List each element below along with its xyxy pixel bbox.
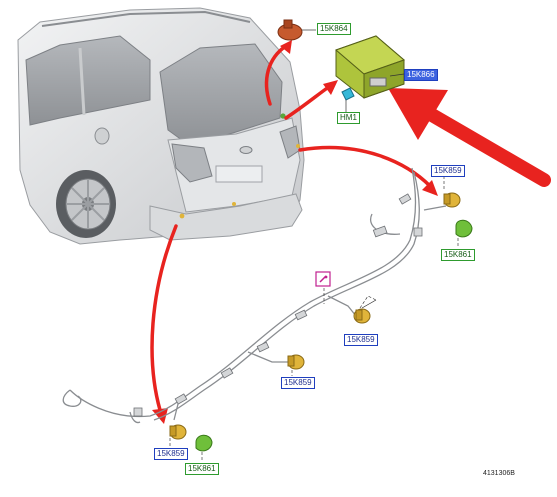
leader-lines xyxy=(169,176,459,462)
label-sensor-top: 15K859 xyxy=(431,165,465,177)
bumper-sensor-dot xyxy=(296,144,300,148)
bracket-bottom xyxy=(195,434,213,452)
connector-marker xyxy=(315,271,331,287)
bracket-top xyxy=(455,219,473,238)
label-sensor-low: 15K859 xyxy=(281,377,315,389)
bumper-sensor-dot xyxy=(232,202,236,206)
control-module xyxy=(335,35,405,99)
tail-light-left xyxy=(171,143,213,183)
hm1-clip xyxy=(341,87,355,112)
big-pointer-arrow xyxy=(388,88,551,187)
label-sensor-bottom: 15K859 xyxy=(154,448,188,460)
red-arrows xyxy=(150,40,438,424)
arrow-sensor-top xyxy=(298,145,432,188)
car-logo xyxy=(239,146,253,154)
antenna-part xyxy=(277,19,316,41)
label-bracket-bottom: 15K861 xyxy=(185,463,219,475)
rear-window xyxy=(159,43,283,147)
sensor-bottom xyxy=(169,424,187,440)
reference-number: 4131306B xyxy=(483,470,515,477)
bumper-sensor-dot xyxy=(280,113,286,119)
bumper-sensor-dot xyxy=(179,213,185,219)
harness-clips xyxy=(133,193,423,417)
side-window xyxy=(25,35,151,126)
label-hm1: HM1 xyxy=(337,112,360,124)
sensor-top xyxy=(443,192,461,208)
label-antenna: 15K864 xyxy=(317,23,351,35)
car-illustration xyxy=(17,7,305,245)
label-bracket-top: 15K861 xyxy=(441,249,475,261)
arrow-sensor-bottom xyxy=(150,224,178,412)
sensor-mid xyxy=(353,308,371,324)
arrow-antenna xyxy=(264,44,288,106)
rear-bumper xyxy=(149,193,303,241)
label-module: 15K866 xyxy=(404,69,438,81)
rear-wheel xyxy=(56,170,116,238)
sensor-low xyxy=(287,354,305,370)
label-sensor-mid: 15K859 xyxy=(344,334,378,346)
